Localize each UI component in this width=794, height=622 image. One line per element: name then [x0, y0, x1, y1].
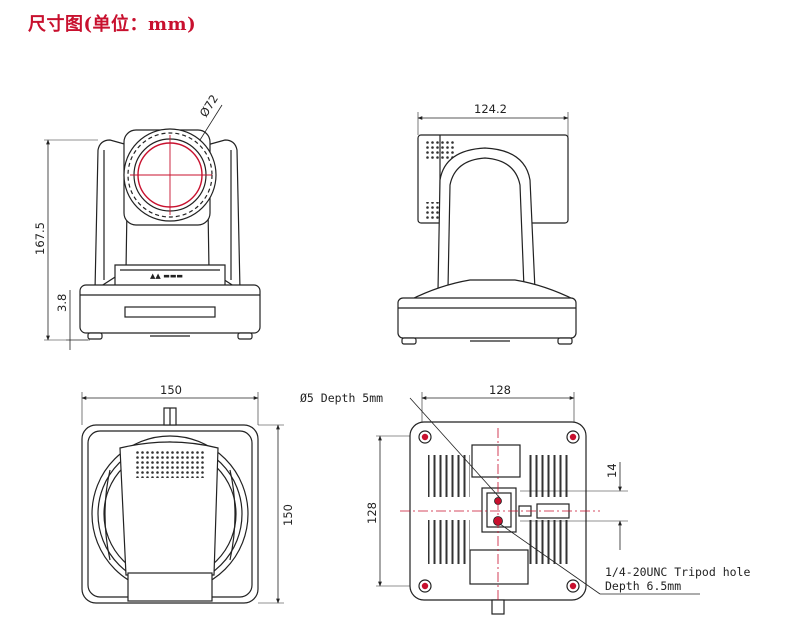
- front-foot-label: 3.8: [55, 294, 69, 312]
- top-view: [81, 392, 284, 604]
- tripod-note-line1: 1/4-20UNC Tripod hole: [605, 565, 750, 579]
- top-depth-label: 150: [281, 504, 295, 526]
- front-view: ▲▲ ▬▬▬: [44, 104, 261, 350]
- top-width-label: 150: [160, 383, 182, 397]
- page-title: 尺寸图(单位：mm): [28, 14, 197, 35]
- tripod-note-line2: Depth 6.5mm: [605, 579, 681, 593]
- svg-text:▲▲ ▬▬▬: ▲▲ ▬▬▬: [150, 272, 183, 280]
- bottom-view: [376, 392, 700, 615]
- front-lens-diameter-label: Ø72: [197, 92, 221, 120]
- side-width-label: 124.2: [474, 102, 507, 116]
- side-view: [397, 112, 577, 345]
- bottom-depth-label: 128: [365, 502, 379, 524]
- front-height-label: 167.5: [33, 222, 47, 255]
- screw-hole-note: Ø5 Depth 5mm: [300, 391, 383, 405]
- bottom-offset-label: 14: [605, 463, 619, 478]
- bottom-width-label: 128: [489, 383, 511, 397]
